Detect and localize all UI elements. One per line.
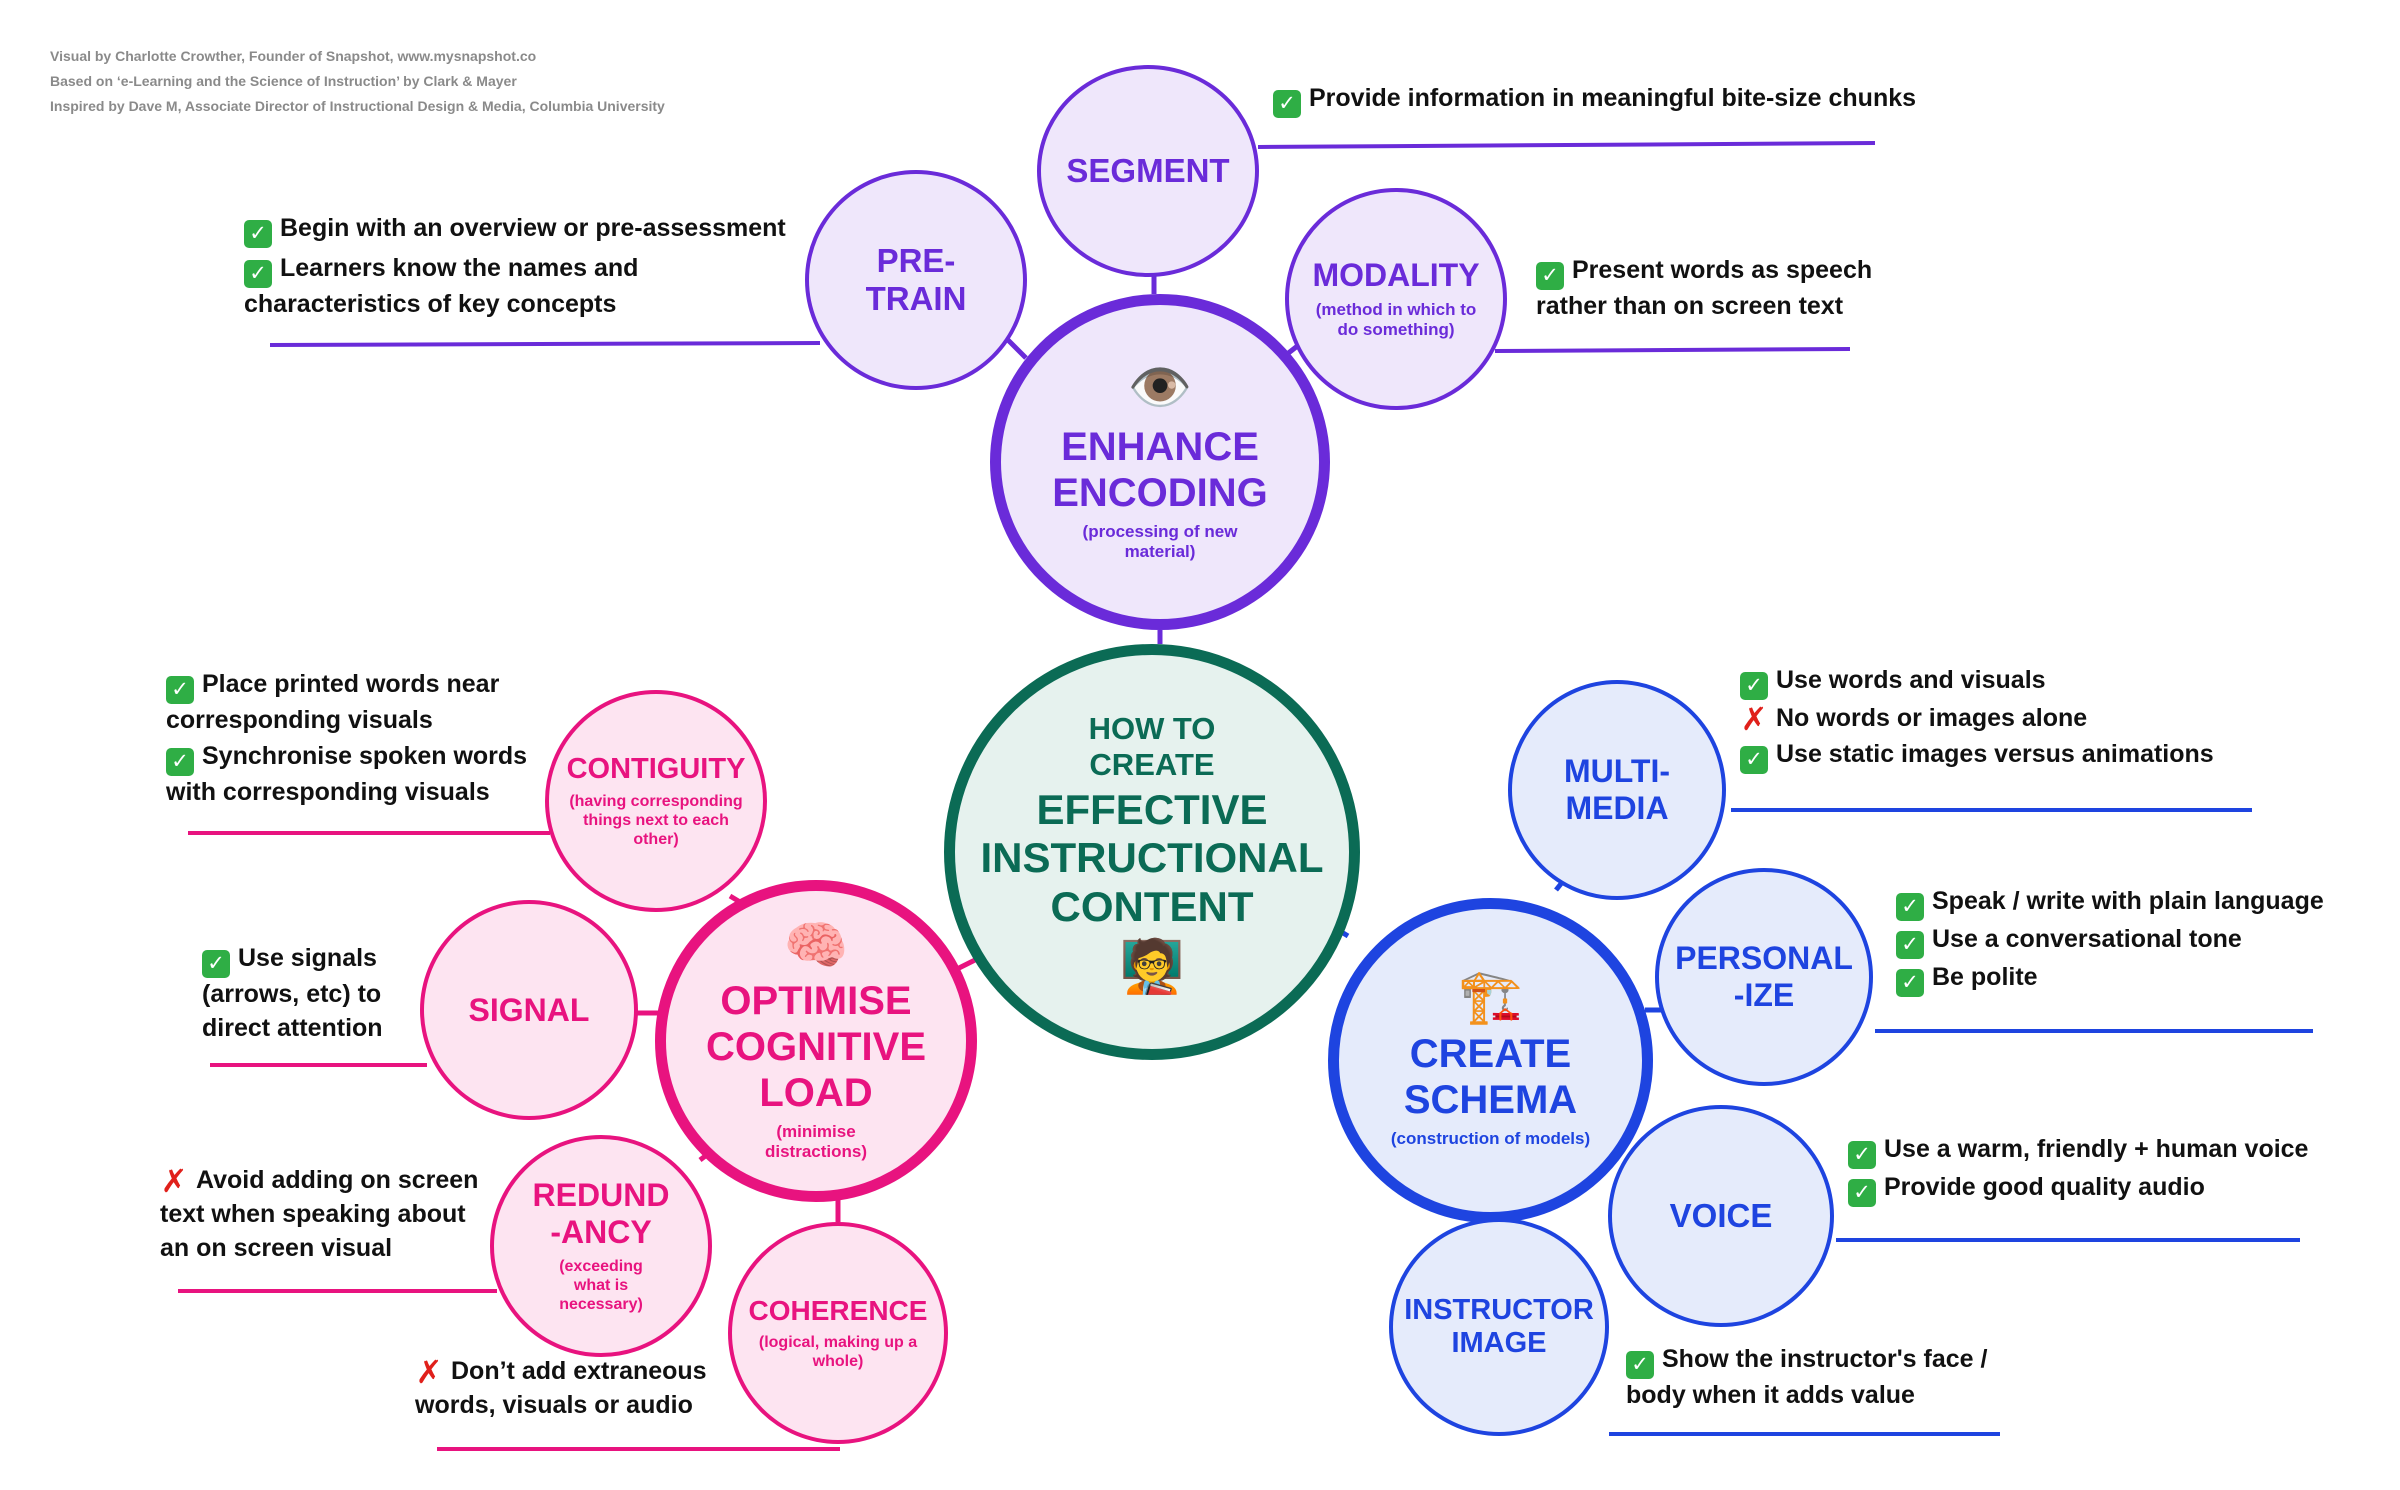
check-mark-icon: ✓	[244, 260, 272, 288]
segment-title: SEGMENT	[1066, 152, 1230, 190]
pretrain-title: TRAIN	[865, 280, 967, 317]
multimedia-node: MULTI- MEDIA	[1508, 680, 1726, 900]
segment-notes: ✓Provide information in meaningful bite-…	[1273, 82, 1916, 118]
cross-mark-icon: ✗	[160, 1163, 188, 1199]
personalize-title: -IZE	[1733, 977, 1795, 1013]
pretrain-node: PRE- TRAIN	[805, 170, 1027, 390]
load-title: OPTIMISE	[720, 978, 912, 1023]
modality-title: MODALITY	[1312, 257, 1480, 294]
schema-title: SCHEMA	[1403, 1078, 1578, 1123]
check-mark-icon: ✓	[1896, 931, 1924, 959]
load-hub: 🧠 OPTIMISE COGNITIVE LOAD (minimise dist…	[655, 880, 977, 1202]
center-node: HOW TO CREATE EFFECTIVE INSTRUCTIONAL CO…	[944, 644, 1360, 1060]
underline-segment	[1257, 141, 1876, 149]
instructor-image-title: INSTRUCTOR	[1404, 1293, 1594, 1326]
underline-pretrain	[269, 341, 821, 347]
connector-encoding-pretrain	[1006, 338, 1028, 360]
brain-icon: 🧠	[783, 916, 849, 975]
cross-mark-icon: ✗	[415, 1354, 443, 1390]
center-line: CREATE	[1089, 746, 1215, 782]
credit-line: Visual by Charlotte Crowther, Founder of…	[50, 48, 537, 64]
check-mark-icon: ✓	[166, 747, 194, 776]
modality-notes: ✓Present words as speech rather than on …	[1536, 256, 1873, 320]
teacher-icon: 🧑‍🏫	[1119, 938, 1185, 997]
eye-icon: 👁️	[1127, 358, 1193, 417]
check-mark-icon: ✓	[1740, 745, 1768, 774]
personalize-notes: ✓Speak / write with plain language ✓Use …	[1896, 885, 2324, 997]
redundancy-title: REDUND	[532, 1177, 670, 1214]
check-mark-icon: ✓	[1896, 893, 1924, 921]
crane-icon: 🏗️	[1458, 968, 1523, 1027]
encoding-hub: 👁️ ENHANCE ENCODING (processing of new m…	[990, 294, 1330, 630]
contiguity-notes: ✓Place printed words near corresponding …	[166, 670, 528, 806]
coherence-notes: ✗Don’t add extraneous words, visuals or …	[415, 1354, 707, 1419]
load-title: LOAD	[759, 1070, 873, 1115]
underline-modality	[1494, 347, 1851, 353]
personalize-title: PERSONAL	[1675, 940, 1853, 977]
load-subtitle: (minimise distractions)	[764, 1121, 868, 1161]
instructor-image-title: IMAGE	[1451, 1327, 1547, 1359]
check-mark-icon: ✓	[1848, 1179, 1876, 1207]
pretrain-notes: ✓Begin with an overview or pre-assessmen…	[244, 214, 786, 318]
check-mark-icon: ✓	[1273, 90, 1301, 118]
modality-node: MODALITY (method in which to do somethin…	[1285, 188, 1507, 410]
check-mark-icon: ✓	[166, 676, 194, 704]
coherence-node: COHERENCE (logical, making up a whole)	[728, 1222, 948, 1444]
contiguity-node: CONTIGUITY (having corresponding things …	[545, 690, 767, 912]
instructor-image-node: INSTRUCTOR IMAGE	[1389, 1218, 1609, 1436]
redundancy-title: -ANCY	[550, 1214, 652, 1251]
segment-node: SEGMENT	[1037, 65, 1259, 277]
schema-hub: 🏗️ CREATE SCHEMA (construction of models…	[1328, 898, 1653, 1223]
modality-subtitle: (method in which to do something)	[1315, 300, 1477, 340]
signal-title: SIGNAL	[468, 991, 590, 1028]
check-mark-icon: ✓	[1536, 262, 1564, 290]
signal-notes: ✓Use signals (arrows, etc) to direct att…	[202, 944, 383, 1042]
pretrain-title: PRE-	[876, 242, 956, 280]
check-mark-icon: ✓	[1848, 1141, 1876, 1169]
signal-node: SIGNAL	[420, 900, 638, 1120]
coherence-subtitle: (logical, making up a whole)	[758, 1333, 918, 1371]
instructor-image-notes: ✓Show the instructor's face / body when …	[1626, 1345, 1988, 1409]
cross-mark-icon: ✗	[1740, 701, 1768, 737]
redundancy-node: REDUND -ANCY (exceeding what is necessar…	[490, 1135, 712, 1357]
coherence-title: COHERENCE	[748, 1294, 928, 1326]
redundancy-notes: ✗Avoid adding on screen text when speaki…	[160, 1163, 479, 1262]
contiguity-subtitle: (having corresponding things next to eac…	[569, 792, 743, 849]
voice-notes: ✓Use a warm, friendly + human voice ✓Pro…	[1848, 1133, 2308, 1207]
multimedia-title: MEDIA	[1565, 790, 1669, 826]
personalize-node: PERSONAL -IZE	[1655, 868, 1873, 1086]
check-mark-icon: ✓	[202, 950, 230, 978]
credit-line: Based on ‘e-Learning and the Science of …	[50, 73, 517, 89]
encoding-title: ENCODING	[1052, 470, 1268, 515]
encoding-title: ENHANCE	[1061, 424, 1259, 469]
center-title: INSTRUCTIONAL	[980, 834, 1324, 882]
multimedia-title: MULTI-	[1563, 753, 1671, 790]
center-line: HOW TO	[1088, 710, 1216, 746]
center-title: CONTENT	[1050, 882, 1254, 930]
check-mark-icon: ✓	[244, 220, 272, 248]
load-title: COGNITIVE	[705, 1024, 927, 1069]
center-title: EFFECTIVE	[1036, 786, 1268, 834]
voice-node: VOICE	[1608, 1105, 1834, 1327]
multimedia-notes: ✓Use words and visuals ✗No words or imag…	[1740, 664, 2214, 774]
redundancy-subtitle: (exceeding what is necessary)	[559, 1258, 643, 1314]
credit-line: Inspired by Dave M, Associate Director o…	[50, 98, 665, 114]
check-mark-icon: ✓	[1740, 672, 1768, 700]
contiguity-title: CONTIGUITY	[566, 752, 746, 785]
check-mark-icon: ✓	[1626, 1351, 1654, 1379]
encoding-subtitle: (processing of new material)	[1082, 521, 1238, 561]
voice-title: VOICE	[1669, 1197, 1773, 1235]
check-mark-icon: ✓	[1896, 969, 1924, 997]
schema-subtitle: (construction of models)	[1390, 1129, 1591, 1149]
schema-title: CREATE	[1409, 1032, 1572, 1077]
